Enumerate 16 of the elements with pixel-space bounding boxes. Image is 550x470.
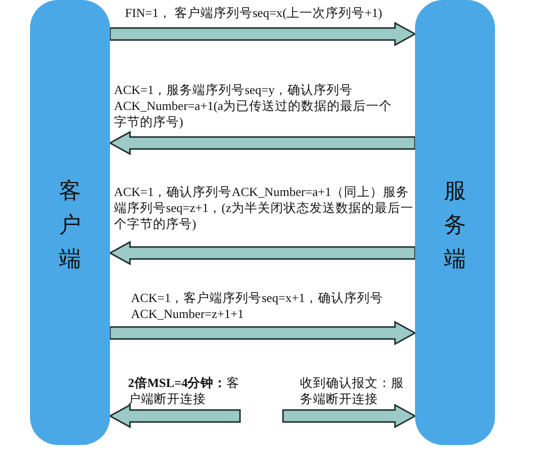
edge-label: 2倍MSL=4分钟：客户端断开连接 [128, 375, 241, 407]
block-arrow [108, 404, 241, 428]
edge-label: FIN=1， 客户端序列号seq=x(上一次序列号+1) [125, 5, 384, 21]
block-arrow [109, 22, 417, 46]
lifeline-label: 客户端 [58, 178, 82, 274]
lifeline-label: 服务端 [443, 178, 467, 274]
lifeline-bar [30, 0, 110, 445]
edge-label: ACK=1，服务端序列号seq=y，确认序列号ACK_Number=a+1(a为已传送过的数据的最后一个字节的序号) [114, 82, 394, 130]
edge-label: 收到确认报文：服务端断开连接 [300, 375, 405, 407]
lifeline-bar [415, 0, 495, 445]
edge-label: ACK=1，客户端序列号seq=x+1，确认序列号ACK_Number=z+1+1 [131, 290, 384, 322]
block-arrow [282, 404, 417, 428]
edge-label: ACK=1，确认序列号ACK_Number=a+1（同上）服务端序列号seq=z+1，(z为半关闭状态发送数据的最后一个字节的序号) [114, 184, 414, 232]
block-arrow [108, 130, 416, 156]
block-arrow [108, 240, 416, 266]
block-arrow [109, 320, 417, 346]
